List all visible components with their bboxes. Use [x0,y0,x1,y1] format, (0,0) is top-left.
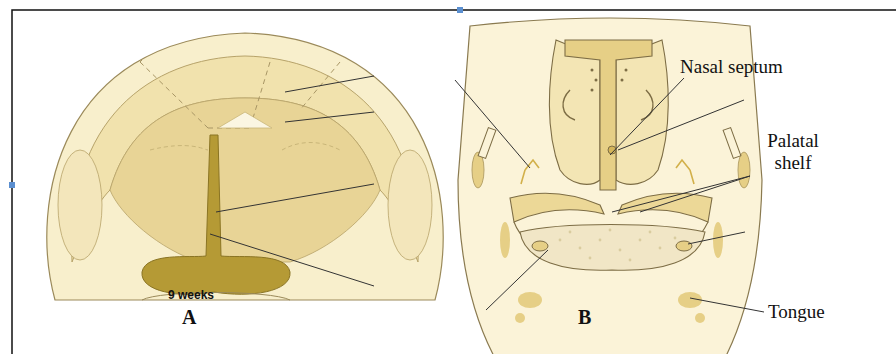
panel-letter: A [182,306,196,329]
panel-letter: B [578,306,591,329]
part-label: Palatal shelf [752,130,834,174]
stage-label: 9 weeks [168,289,214,303]
frame [12,10,896,354]
part-label: Tongue [768,301,825,323]
handle [9,182,15,188]
panel-a-drawing [47,33,443,300]
part-label: Nasal septum [680,56,783,78]
handle [457,7,463,13]
